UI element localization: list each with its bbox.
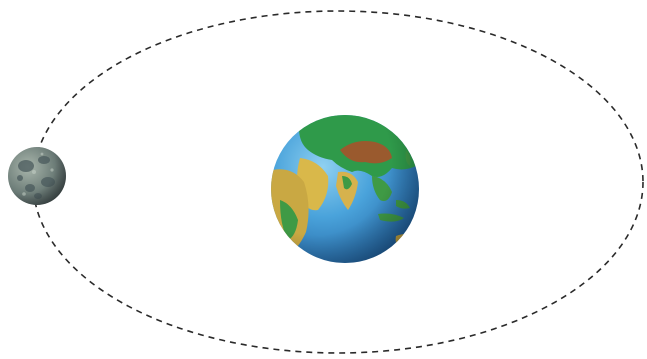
earth-globe-icon — [270, 111, 423, 263]
moon-icon — [8, 147, 66, 205]
